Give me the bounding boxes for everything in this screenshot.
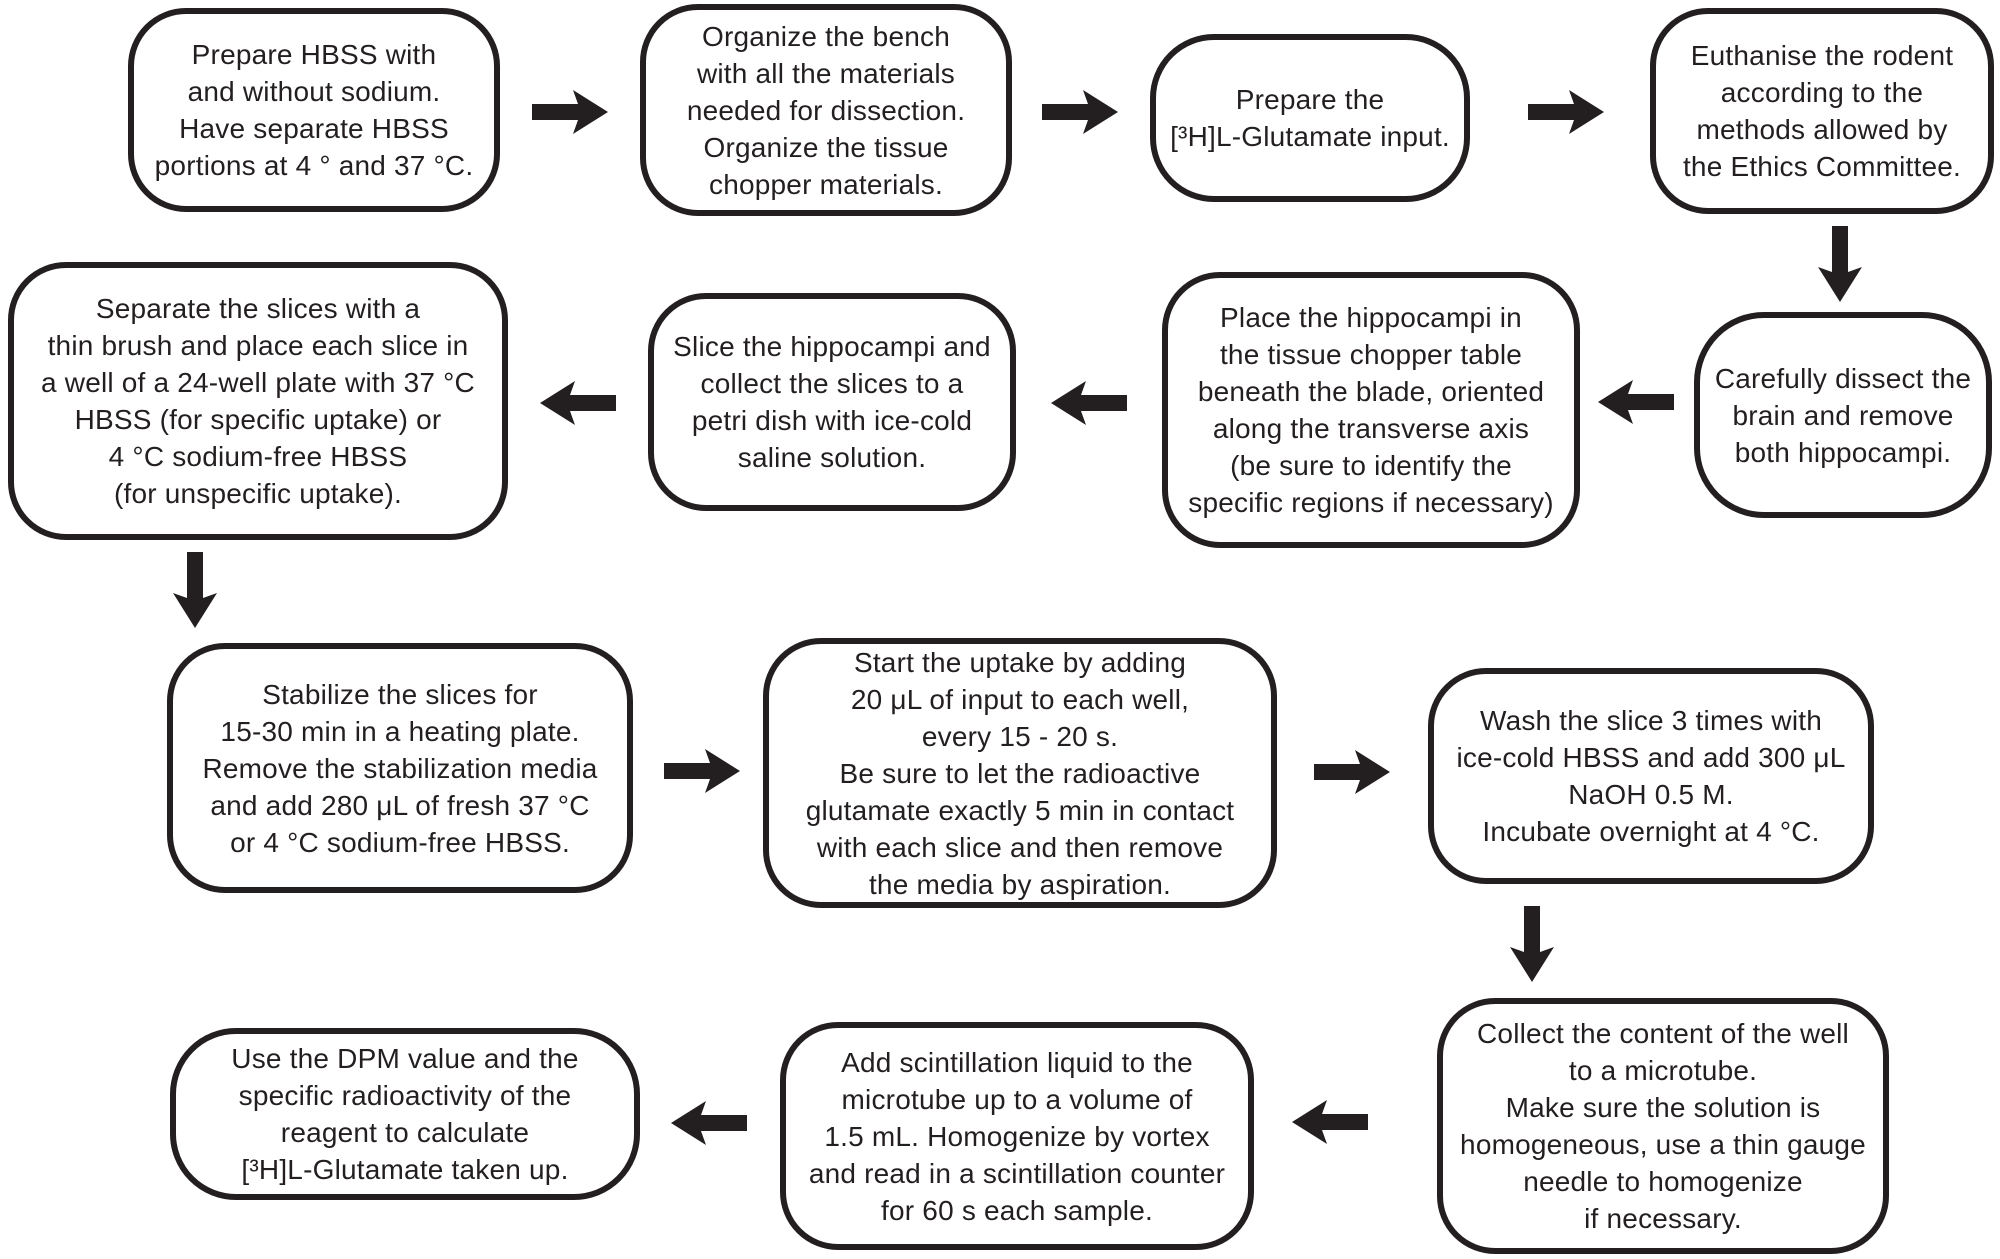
arrow-step-7-to-8 bbox=[540, 378, 616, 428]
arrow-step-5-to-6 bbox=[1598, 377, 1674, 427]
arrow-step-1-to-2 bbox=[532, 87, 608, 137]
down-arrow-icon bbox=[173, 552, 217, 628]
step-9-box: Stabilize the slices for 15-30 min in a … bbox=[167, 643, 633, 893]
step-14-text: Use the DPM value and the specific radio… bbox=[231, 1043, 579, 1185]
left-arrow-icon bbox=[671, 1101, 747, 1145]
right-arrow-icon bbox=[1042, 90, 1118, 134]
step-5-box: Carefully dissect the brain and remove b… bbox=[1694, 312, 1992, 518]
right-arrow-icon bbox=[664, 749, 740, 793]
step-6-text: Place the hippocampi in the tissue chopp… bbox=[1188, 302, 1554, 518]
arrow-step-3-to-4 bbox=[1528, 87, 1604, 137]
step-12-box: Collect the content of the well to a mic… bbox=[1437, 998, 1889, 1254]
down-arrow-icon bbox=[1818, 226, 1862, 302]
right-arrow-icon bbox=[532, 90, 608, 134]
step-14-box: Use the DPM value and the specific radio… bbox=[170, 1028, 640, 1200]
step-8-text: Separate the slices with a thin brush an… bbox=[41, 293, 475, 509]
step-10-box: Start the uptake by adding 20 μL of inpu… bbox=[763, 638, 1277, 908]
step-10-text: Start the uptake by adding 20 μL of inpu… bbox=[805, 646, 1235, 900]
step-4-text: Euthanise the rodent according to the me… bbox=[1682, 40, 1962, 182]
step-6-box: Place the hippocampi in the tissue chopp… bbox=[1162, 272, 1580, 548]
arrow-step-10-to-11 bbox=[1314, 747, 1390, 797]
step-7-box: Slice the hippocampi and collect the sli… bbox=[648, 293, 1016, 511]
left-arrow-icon bbox=[1051, 381, 1127, 425]
step-3-text: Prepare the [³H]L-Glutamate input. bbox=[1170, 84, 1450, 152]
step-11-box: Wash the slice 3 times with ice-cold HBS… bbox=[1428, 668, 1874, 884]
step-7-text: Slice the hippocampi and collect the sli… bbox=[673, 331, 991, 473]
step-4-box: Euthanise the rodent according to the me… bbox=[1650, 8, 1994, 214]
left-arrow-icon bbox=[1292, 1100, 1368, 1144]
left-arrow-icon bbox=[540, 381, 616, 425]
step-12-text: Collect the content of the well to a mic… bbox=[1460, 1018, 1866, 1234]
step-1-text: Prepare HBSS with and without sodium. Ha… bbox=[154, 39, 474, 181]
arrow-step-11-to-12 bbox=[1507, 906, 1557, 982]
step-11-text: Wash the slice 3 times with ice-cold HBS… bbox=[1456, 705, 1846, 847]
arrow-step-9-to-10 bbox=[664, 746, 740, 796]
step-3-box: Prepare the [³H]L-Glutamate input. bbox=[1150, 34, 1470, 202]
arrow-step-6-to-7 bbox=[1051, 378, 1127, 428]
step-9-text: Stabilize the slices for 15-30 min in a … bbox=[202, 678, 598, 858]
right-arrow-icon bbox=[1528, 90, 1604, 134]
arrow-step-2-to-3 bbox=[1042, 87, 1118, 137]
arrow-step-12-to-13 bbox=[1292, 1097, 1368, 1147]
arrow-step-4-to-5 bbox=[1815, 226, 1865, 302]
left-arrow-icon bbox=[1598, 380, 1674, 424]
step-13-text: Add scintillation liquid to the microtub… bbox=[808, 1046, 1226, 1226]
step-8-box: Separate the slices with a thin brush an… bbox=[8, 262, 508, 540]
step-5-text: Carefully dissect the brain and remove b… bbox=[1714, 362, 1972, 468]
step-2-box: Organize the bench with all the material… bbox=[640, 4, 1012, 216]
down-arrow-icon bbox=[1510, 906, 1554, 982]
step-2-text: Organize the bench with all the material… bbox=[686, 20, 966, 200]
arrow-step-13-to-14 bbox=[671, 1098, 747, 1148]
step-13-box: Add scintillation liquid to the microtub… bbox=[780, 1022, 1254, 1250]
step-1-box: Prepare HBSS with and without sodium. Ha… bbox=[128, 8, 500, 212]
right-arrow-icon bbox=[1314, 750, 1390, 794]
arrow-step-8-to-9 bbox=[170, 552, 220, 628]
